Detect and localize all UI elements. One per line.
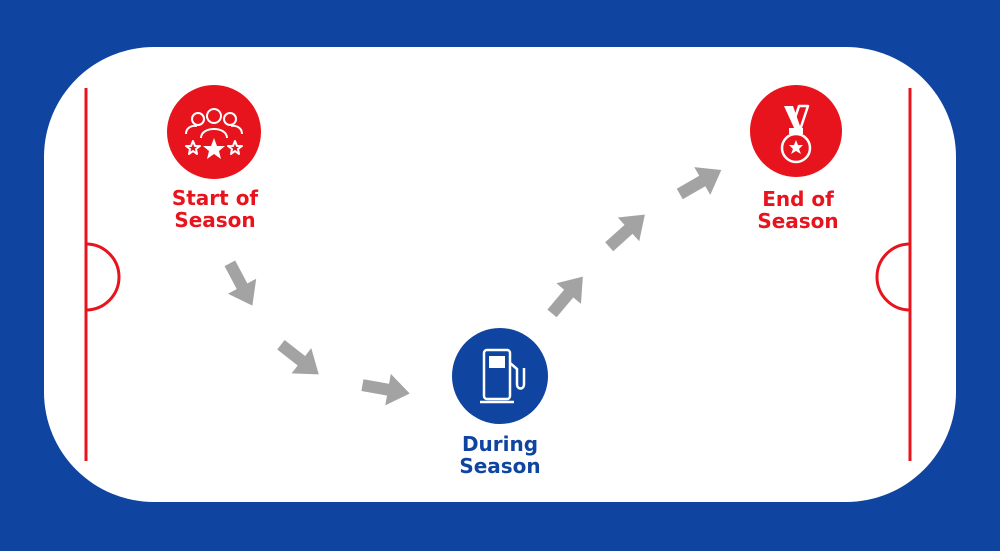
start-label-line1: Start of bbox=[171, 186, 259, 210]
start-of-season-node bbox=[167, 85, 261, 179]
end-of-season-label: End of Season bbox=[728, 188, 868, 232]
end-label-line2: Season bbox=[757, 209, 839, 233]
during-label-line1: During bbox=[461, 432, 539, 456]
fuel-pump-icon bbox=[480, 348, 526, 404]
end-label-line1: End of bbox=[762, 187, 834, 211]
during-circle bbox=[452, 328, 548, 424]
left-crease bbox=[85, 242, 121, 312]
start-circle bbox=[167, 85, 261, 179]
medal-icon bbox=[780, 104, 812, 164]
start-label-line2: Season bbox=[174, 208, 256, 232]
start-of-season-label: Start of Season bbox=[145, 187, 285, 231]
rink-surface bbox=[44, 47, 956, 502]
team-stars-icon bbox=[185, 108, 243, 159]
during-season-label: During Season bbox=[430, 433, 570, 477]
during-label-line2: Season bbox=[459, 454, 541, 478]
during-season-node bbox=[452, 328, 548, 424]
end-of-season-node bbox=[750, 85, 842, 177]
right-crease bbox=[875, 242, 911, 312]
